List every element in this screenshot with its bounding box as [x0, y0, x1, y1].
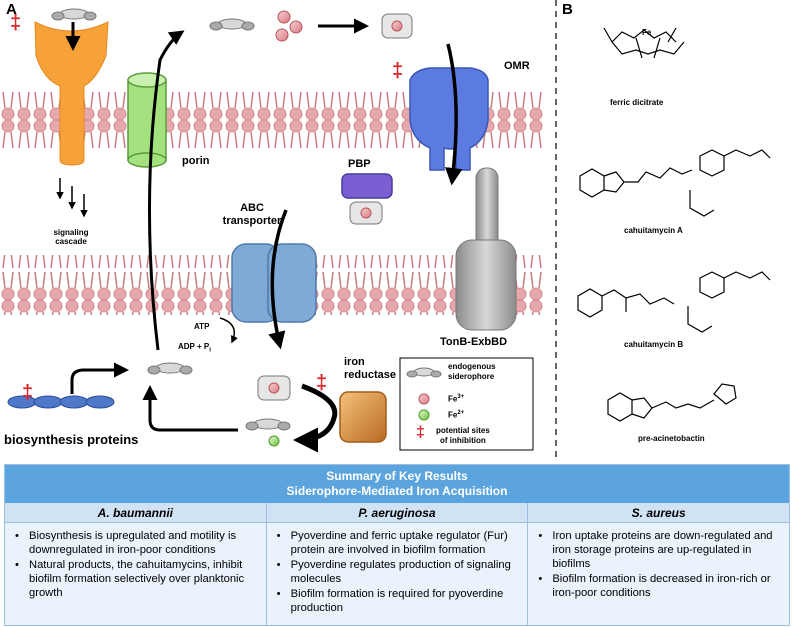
biosynthesis-arrow: [70, 362, 129, 394]
summary-table: Summary of Key Results Siderophore-Media…: [4, 464, 790, 626]
legend-fe2-label: Fe2+: [448, 410, 465, 420]
legend-siderophore-icon: [406, 367, 442, 378]
signaling-cascade-arrows: [56, 178, 88, 218]
structure-cahuitamycin-a: [579, 149, 771, 217]
biosynthesis-label: biosynthesis proteins: [4, 432, 139, 447]
omr-arrow: [445, 43, 463, 186]
panel-b-label: B: [562, 1, 573, 18]
column-header: P. aeruginosa: [266, 503, 528, 523]
tonb-label: TonB-ExbBD: [440, 336, 508, 348]
inhibition-mark-reductase: ‡: [316, 372, 328, 394]
list-item: Iron uptake proteins are down-regulated …: [534, 529, 783, 571]
recycle-arrow: [142, 385, 238, 432]
inhibition-mark-omr: ‡: [392, 60, 404, 82]
list-item: Biosynthesis is upregulated and motility…: [11, 529, 260, 557]
atp-arrow: [219, 317, 238, 344]
pbp-protein: [341, 173, 393, 199]
reduction-arrow: [293, 383, 338, 453]
ferric-siderophore-cytoplasm: [257, 375, 291, 401]
legend-fe3-icon: [418, 393, 430, 405]
column-s-aureus: S. aureus Iron uptake proteins are down-…: [528, 503, 790, 625]
legend-fe3-label: Fe3+: [448, 394, 465, 404]
omr-label: OMR: [504, 60, 530, 72]
abc-transporter: [231, 243, 317, 323]
siderophore-top-mid: [209, 18, 255, 31]
signaling-receptor: [34, 21, 109, 166]
ferric-siderophore-top: [381, 13, 413, 39]
column-a-baumannii: A. baumannii Biosynthesis is upregulated…: [5, 503, 267, 625]
list-item: Pyoverdine regulates production of signa…: [273, 558, 522, 586]
pbp-label: PBP: [348, 158, 371, 170]
siderophore-cytoplasm: [147, 362, 193, 375]
atp-label: ATP: [194, 322, 210, 331]
summary-header: Summary of Key Results Siderophore-Media…: [5, 465, 789, 503]
legend-fe2-icon: [418, 409, 430, 421]
cahuitamycin-a-label: cahuitamycin A: [624, 226, 683, 235]
list-item: Biofilm formation is required for pyover…: [273, 587, 522, 615]
summary-title: Summary of Key Results: [326, 469, 468, 483]
inhibition-mark-signaling: ‡: [10, 12, 22, 34]
inhibition-mark-biosynthesis: ‡: [22, 382, 34, 404]
structure-cahuitamycin-b: [577, 271, 771, 333]
panel-a-label: A: [6, 1, 17, 18]
biosynthesis-proteins: [7, 395, 115, 409]
list-item: Pyoverdine and ferric uptake regulator (…: [273, 529, 522, 557]
porin-arrow: [148, 30, 185, 351]
pre-acinetobactin-label: pre-acinetobactin: [638, 434, 705, 443]
iron-reductase: [339, 391, 387, 443]
legend-inhibition-icon: ‡: [416, 424, 425, 441]
siderophore-top-left: [51, 8, 97, 21]
pbp-siderophore: [349, 201, 383, 225]
column-header: S. aureus: [528, 503, 790, 523]
cahuitamycin-b-label: cahuitamycin B: [624, 340, 684, 349]
omr-receptor: [409, 67, 489, 171]
list-item: Natural products, the cahuitamycins, inh…: [11, 558, 260, 600]
column-header: A. baumannii: [5, 503, 266, 523]
column-p-aeruginosa: P. aeruginosa Pyoverdine and ferric upta…: [266, 503, 529, 625]
porin-label: porin: [182, 155, 210, 167]
fe2-ion: [268, 435, 280, 447]
ferric-dicitrate-label: ferric dicitrate: [610, 98, 664, 107]
siderophore-released: [245, 418, 291, 431]
fe-center-label: Fe: [642, 28, 652, 37]
adp-label: ADP + Pi: [178, 342, 211, 354]
summary-subtitle: Siderophore-Mediated Iron Acquisition: [286, 484, 508, 498]
list-item: Biofilm formation is decreased in iron-r…: [534, 572, 783, 600]
abc-arrow: [268, 209, 288, 350]
mechanism-figure: [0, 0, 771, 460]
tonb-complex: [455, 167, 517, 331]
structure-ferric-dicitrate: [603, 27, 685, 59]
structure-pre-acinetobactin: [607, 383, 737, 422]
porin-channel: [127, 72, 167, 168]
fe3-cluster: [275, 10, 303, 42]
